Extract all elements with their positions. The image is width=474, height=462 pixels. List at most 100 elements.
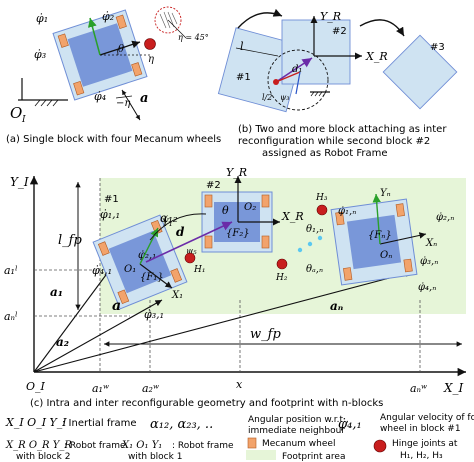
label-a2w: a₂ʷ bbox=[142, 382, 159, 395]
label-eta1: η bbox=[148, 54, 154, 65]
label-d1: d₁ bbox=[292, 64, 302, 75]
footprint-swatch bbox=[246, 450, 276, 460]
mecanum-wheel-3 bbox=[73, 81, 85, 96]
panel-c: Y_I X_I O_I l_fp w_fp a₁ˡ aₙˡ a₁ʷ a₂ʷ x … bbox=[4, 166, 466, 409]
hinge-joint-a bbox=[144, 38, 156, 50]
label-phi3: φ̇₃ bbox=[34, 48, 46, 61]
legend: X_I O_I Y_I : Inertial frame α₁₂, α₂₃, .… bbox=[5, 413, 474, 462]
label-phi-text-1: Angular velocity of fourth bbox=[380, 413, 474, 423]
panel-a: O I θ η = 45° φ̇₁ φ̇₂ φ̇₃ φ̇₄ bbox=[6, 6, 221, 145]
label-xr: X_R bbox=[281, 210, 304, 223]
label-oi: O_I bbox=[26, 380, 46, 393]
label-vec-a1: a₁ bbox=[50, 285, 63, 299]
label-psi5: ψ₅ bbox=[186, 247, 197, 257]
hinge-h3 bbox=[316, 204, 328, 216]
label-a1l: a₁ˡ bbox=[4, 264, 18, 277]
label-anl: aₙˡ bbox=[4, 310, 18, 323]
label-theta: θ bbox=[222, 204, 229, 217]
label-inertial-sym: X_I O_I Y_I bbox=[5, 416, 67, 429]
label-alpha12: α₁₂ bbox=[160, 211, 178, 225]
label-b1: #1 bbox=[236, 72, 251, 83]
label-phi-sym: φ̇₄,₁ bbox=[338, 417, 362, 432]
label-theta: θ bbox=[118, 44, 124, 55]
label-robot2-sym: X_R O_R Y_R bbox=[5, 440, 72, 451]
label-phi11: φ̇₁,₁ bbox=[100, 208, 120, 221]
label-eta2: −η bbox=[116, 98, 130, 109]
label-robot2-text-2: with block 2 bbox=[16, 452, 70, 462]
label-h2: H₂ bbox=[275, 273, 288, 283]
label-phi31: φ̇₃,₁ bbox=[144, 308, 164, 321]
mecanum-wheel-4 bbox=[131, 62, 143, 77]
label-o2: O₂ bbox=[244, 202, 256, 213]
label-half-l: l/2 bbox=[262, 93, 272, 102]
label-xr: X_R bbox=[365, 50, 388, 63]
label-b1: #1 bbox=[104, 194, 119, 205]
label-hinge-text-2: H₁, H₂, H₃ bbox=[400, 451, 443, 461]
label-theta1n: θ₁,ₙ bbox=[306, 224, 323, 235]
label-a1w: a₁ʷ bbox=[92, 382, 109, 395]
label-thetaan: θₐ,ₙ bbox=[306, 264, 323, 275]
label-anw: aₙʷ bbox=[410, 382, 427, 395]
label-mecanum-text: Mecanum wheel bbox=[262, 439, 335, 449]
label-phi-text-2: wheel in block #1 bbox=[380, 424, 461, 434]
hinge-h2 bbox=[276, 258, 288, 270]
label-o1: O₁ bbox=[124, 264, 136, 275]
label-yn: Yₙ bbox=[380, 188, 391, 199]
label-lfp: l_fp bbox=[58, 233, 82, 248]
label-psi: ψ₃ bbox=[280, 93, 289, 102]
label-phi2: φ̇₂ bbox=[102, 10, 114, 23]
label-on: Oₙ bbox=[380, 250, 392, 261]
mecanum-wheel-1 bbox=[57, 33, 69, 48]
label-phi4: φ̇₄ bbox=[94, 90, 106, 103]
block-cn bbox=[330, 198, 418, 286]
label-origin-sub: I bbox=[21, 115, 26, 125]
label-yi: Y_I bbox=[10, 175, 29, 189]
attach-arrow-2 bbox=[359, 19, 405, 37]
attach-arrow-1 bbox=[237, 8, 283, 29]
mecanum-wheel-icon bbox=[247, 437, 257, 449]
label-b2: #2 bbox=[332, 26, 347, 37]
label-wfp: w_fp bbox=[250, 327, 281, 342]
label-robot1-text-2: with block 1 bbox=[128, 452, 182, 462]
label-phi2n: φ̇₂,ₙ bbox=[436, 212, 454, 223]
hinge-joint-icon bbox=[373, 439, 387, 453]
label-robot1-sym: X₁ O₁ Y₁ bbox=[121, 440, 162, 451]
block-b2 bbox=[281, 19, 351, 85]
caption-b-1: (b) Two and more block attaching as inte… bbox=[238, 124, 447, 135]
label-inertial-text: : Inertial frame bbox=[62, 418, 137, 429]
caption-a: (a) Single block with four Mecanum wheel… bbox=[6, 134, 221, 145]
label-phi4n: φ̇₄,ₙ bbox=[418, 282, 436, 293]
label-yr: Y_R bbox=[226, 166, 247, 179]
label-alpha-text-1: Angular position w.r.t., bbox=[248, 415, 349, 425]
label-alpha-text-2: immediate neighbour bbox=[248, 426, 345, 436]
panel-b: #1 l #2 Y_R X_R d₁ ψ₃ l/2 #3 (b) bbox=[217, 8, 458, 159]
label-d: d bbox=[176, 225, 185, 239]
label-h1: H₁ bbox=[193, 265, 205, 275]
label-hinge-text-1: Hinge joints at bbox=[392, 439, 458, 449]
label-vec-an: aₙ bbox=[330, 299, 344, 313]
label-f1: {F₁} bbox=[140, 272, 164, 283]
label-alpha-sym: α₁₂, α₂₃, .. bbox=[150, 417, 213, 432]
label-xn: Xₙ bbox=[425, 238, 437, 249]
label-fn: {Fₙ} bbox=[368, 230, 392, 241]
label-a: a bbox=[112, 298, 121, 314]
label-xi: X_I bbox=[443, 381, 464, 395]
label-phi1: φ̇₁ bbox=[36, 12, 48, 25]
caption-b-2: reconfiguration while second block #2 bbox=[238, 136, 430, 147]
label-x1: X₁ bbox=[171, 290, 183, 301]
label-phi41: φ̇₄,₁ bbox=[92, 264, 112, 277]
label-b2: #2 bbox=[206, 180, 221, 191]
block-b3 bbox=[382, 34, 458, 110]
label-phi1n: φ̇₁,ₙ bbox=[338, 206, 356, 217]
label-a: a bbox=[140, 91, 148, 106]
label-b3: #3 bbox=[430, 42, 445, 53]
label-robot1-text-1: : Robot frame bbox=[172, 441, 234, 451]
label-robot2-text-1: : Robot frame bbox=[64, 441, 126, 451]
block-c1 bbox=[92, 214, 188, 310]
label-f2: {F₂} bbox=[226, 228, 250, 239]
origin-label: O bbox=[10, 104, 22, 122]
label-yr: Y_R bbox=[320, 10, 341, 23]
label-vec-a2: a₂ bbox=[56, 335, 69, 349]
label-eta-angle: η = 45° bbox=[178, 33, 209, 42]
